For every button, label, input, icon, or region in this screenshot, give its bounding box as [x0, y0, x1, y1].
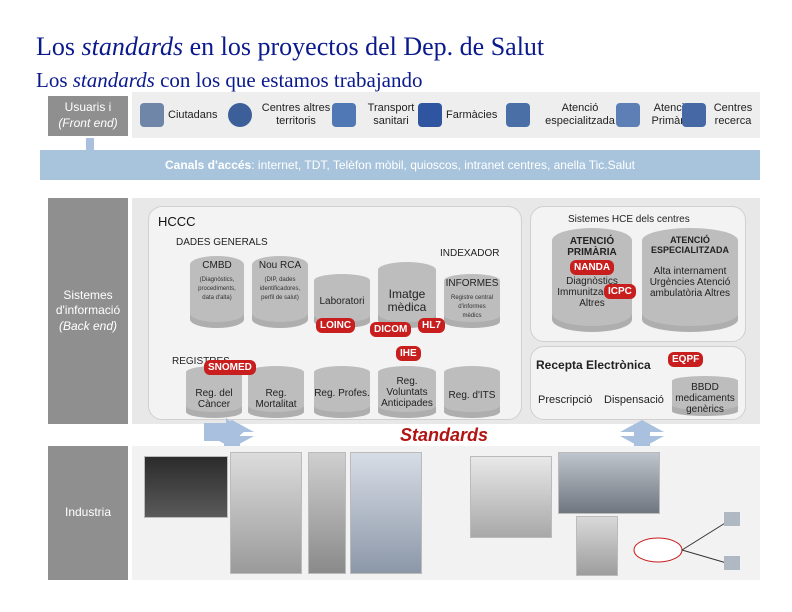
- loinc-badge: LOINC: [316, 318, 356, 333]
- reg-voluntats-db: Reg. Voluntats Anticipades: [378, 366, 436, 418]
- eqpf-badge: EQPF: [668, 352, 704, 367]
- hospital-icon: [506, 103, 530, 127]
- users-row: Ciutadans Centres altres territoris Tran…: [132, 92, 760, 138]
- imatge-medica-db: Imatge mèdica: [378, 262, 436, 328]
- bbdd-medicaments-db: BBDD medicaments genèrics: [672, 376, 738, 416]
- medical-device-photo: [230, 452, 302, 574]
- standards-label: Standards: [400, 425, 489, 445]
- dades-generals-label: DADES GENERALS: [176, 237, 268, 248]
- user-transport: Transport sanitari: [332, 92, 422, 138]
- users-layer-label: Usuaris i(Front end): [48, 96, 128, 136]
- dispensacio-label: Dispensació: [604, 394, 664, 406]
- page-title: Los standards en los proyectos del Dep. …: [36, 32, 545, 61]
- hccc-title: HCCC: [158, 214, 196, 229]
- user-ciutadans: Ciutadans: [140, 92, 218, 138]
- reg-profes-db: Reg. Profes.: [314, 366, 370, 418]
- anesthesia-machine-photo: [350, 452, 422, 574]
- atencio-especialitzada-db: ATENCIÓ ESPECIALITZADA Alta internament …: [642, 228, 738, 332]
- ambulance-icon: [332, 103, 356, 127]
- channels-bar: Canals d'accés: internet, TDT, Telèfon m…: [40, 150, 760, 180]
- pharmacy-robot-photo: [576, 516, 618, 576]
- reg-mortalitat-db: Reg. Mortalitat: [248, 366, 304, 418]
- user-farmacies: Farmàcies: [418, 92, 497, 138]
- equipment-column-photo: [308, 452, 346, 574]
- user-centres-altres: Centres altres territoris: [228, 92, 336, 138]
- nanda-badge: NANDA: [570, 260, 615, 275]
- people-icon: [140, 103, 164, 127]
- reg-its-db: Reg. d'ITS: [444, 366, 500, 418]
- atencio-primaria-db: ATENCIÓ PRIMÀRIA Diagnòstics Immunitzaci…: [552, 228, 632, 332]
- hce-title: Sistemes HCE dels centres: [568, 214, 690, 225]
- page-subtitle: Los standards con los que estamos trabaj…: [36, 68, 423, 92]
- user-recerca: Centres recerca: [682, 92, 756, 138]
- registres-label: REGISTRES: [172, 356, 230, 367]
- prescripcio-label: Prescripció: [538, 394, 593, 406]
- doctor-icon: [616, 103, 640, 127]
- ihe-badge: IHE: [396, 346, 421, 361]
- recepta-title: Recepta Electrònica: [536, 358, 651, 372]
- icpc-badge: ICPC: [604, 284, 636, 299]
- globe-icon: [228, 103, 252, 127]
- user-especialitzada: Atenció especialitzada: [506, 92, 626, 138]
- industry-layer-label: Industria: [48, 446, 128, 580]
- hl7-badge: HL7: [418, 318, 445, 333]
- books-icon: [682, 103, 706, 127]
- network-diagram-icon: [633, 512, 740, 570]
- cmbd-db: CMBD (Diagnòstics,procediments,data d'al…: [190, 256, 244, 328]
- dicom-badge: DICOM: [370, 322, 412, 337]
- arrow-down-left: [210, 424, 254, 448]
- snomed-badge: SNOMED: [204, 360, 256, 375]
- pharmacy-cross-icon: [418, 103, 442, 127]
- arrow-down-right: [620, 424, 664, 448]
- xray-scanner-photo: [470, 456, 552, 538]
- patient-monitor-photo: [144, 456, 228, 518]
- indexador-label: INDEXADOR: [440, 248, 500, 259]
- lab-equipment-photo: [558, 452, 660, 514]
